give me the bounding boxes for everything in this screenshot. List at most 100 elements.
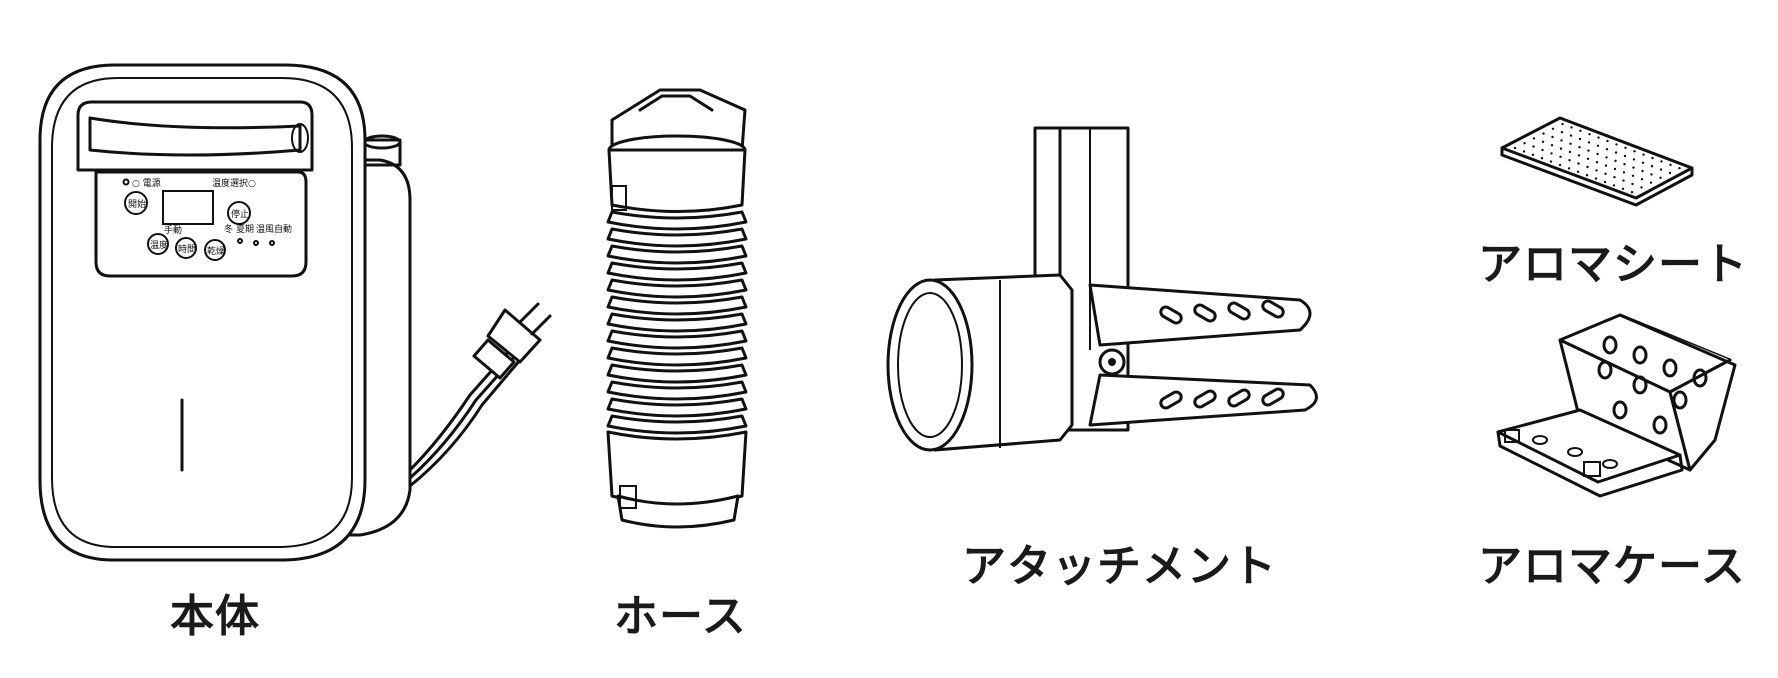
sheet-hole <box>1532 137 1536 140</box>
attachment-slot <box>1227 301 1251 321</box>
sheet-hole <box>1668 171 1672 175</box>
sheet-hole <box>1578 137 1582 141</box>
sheet-hole <box>1659 168 1663 171</box>
sheet-hole <box>1551 127 1555 130</box>
sheet-hole <box>1587 141 1591 144</box>
sheet-hole <box>1540 157 1544 160</box>
label-body: 本体 <box>170 591 260 642</box>
hose-ridge <box>606 278 748 299</box>
sheet-hole <box>1615 143 1618 146</box>
sheet-hole <box>1569 134 1573 137</box>
sheet-hole <box>1604 172 1607 175</box>
sheet-hole <box>1588 133 1591 136</box>
start-button-label: 開始 <box>128 198 146 210</box>
sheet-hole <box>1578 146 1581 149</box>
label-attachment: アタッチメント <box>962 541 1277 592</box>
attachment-slot <box>1261 299 1285 319</box>
label-hose: ホース <box>614 591 747 642</box>
sheet-hole <box>1604 164 1608 167</box>
hose-ridge <box>606 295 748 316</box>
hose-ridge <box>606 329 748 350</box>
sheet-hole <box>1551 135 1554 139</box>
sheet-hole <box>1642 153 1645 156</box>
hose-ridge <box>606 363 748 384</box>
label-aroma-sheet: アロマシート <box>1478 239 1748 290</box>
sheet-hole <box>1586 165 1589 169</box>
hose-ridge <box>606 227 748 248</box>
sheet-hole <box>1549 160 1553 163</box>
main-unit-illustration: ○ 電源 温度選択○ 開始 停止 温度 時間 乾燥 手動 冬 夏期 温風 自動 <box>38 63 552 562</box>
sheet-hole <box>1650 173 1653 176</box>
time-button-label: 時間 <box>178 244 196 255</box>
sheet-hole <box>1585 174 1589 177</box>
sheet-hole <box>1559 155 1562 158</box>
case-hole <box>1602 459 1618 469</box>
sheet-hole <box>1622 179 1625 182</box>
stop-button-label: 停止 <box>231 208 249 220</box>
sheet-hole <box>1603 180 1607 184</box>
dry-button-label: 乾燥 <box>207 245 225 257</box>
hose-ridge <box>606 244 748 265</box>
sheet-hole <box>1569 142 1572 145</box>
case-hole <box>1632 345 1648 365</box>
sheet-hole <box>1597 136 1600 139</box>
sheet-hole <box>1649 181 1653 184</box>
sheet-hole <box>1541 148 1544 152</box>
case-hole <box>1597 360 1613 380</box>
auto-label: 自動 <box>274 223 292 235</box>
hose-ridge <box>606 380 748 401</box>
sheet-hole <box>1586 157 1590 160</box>
sheet-hole <box>1632 158 1636 161</box>
sheet-hole <box>1596 152 1599 156</box>
sheet-hole <box>1624 146 1627 149</box>
sheet-hole <box>1623 163 1626 166</box>
case-hole <box>1662 358 1678 378</box>
aroma-case-illustration <box>1496 313 1737 498</box>
sheet-hole <box>1596 144 1600 147</box>
sheet-hole <box>1641 161 1645 164</box>
sheet-hole <box>1567 167 1571 170</box>
sheet-hole <box>1632 166 1635 169</box>
sheet-hole <box>1577 154 1581 157</box>
sheet-hole <box>1669 163 1672 166</box>
sheet-hole <box>1623 154 1627 158</box>
hose-ridge <box>606 312 748 333</box>
sheet-hole <box>1640 186 1643 189</box>
sheet-hole <box>1559 147 1563 150</box>
sheet-hole <box>1542 132 1545 135</box>
sheet-hole <box>1605 148 1609 151</box>
case-hole <box>1567 447 1583 457</box>
sheet-hole <box>1678 167 1681 170</box>
sheet-hole <box>1651 156 1654 160</box>
power-indicator-label: ○ 電源 <box>132 178 161 189</box>
case-hole <box>1672 390 1688 410</box>
attachment-slot <box>1159 390 1183 410</box>
case-hole <box>1532 435 1548 445</box>
sheet-hole <box>1558 163 1562 167</box>
sheet-hole <box>1595 161 1599 164</box>
sheet-hole <box>1650 165 1654 168</box>
sheet-hole <box>1576 170 1580 173</box>
hose-ridge <box>606 261 748 282</box>
sheet-hole <box>1660 160 1663 163</box>
manual-label: 手動 <box>164 224 182 236</box>
sheet-hole <box>1561 122 1564 126</box>
sheet-hole <box>1613 167 1617 171</box>
attachment-slot <box>1261 387 1285 407</box>
sheet-hole <box>1587 149 1590 152</box>
warm-air-label: 温風 <box>256 224 274 235</box>
attachment-slot <box>1227 388 1251 408</box>
sheet-hole <box>1612 184 1616 187</box>
sheet-hole <box>1532 145 1535 148</box>
case-hole <box>1602 335 1618 355</box>
sheet-hole <box>1550 144 1554 147</box>
sheet-hole <box>1594 177 1598 180</box>
sheet-hole <box>1579 129 1582 132</box>
attachment-slot <box>1193 389 1217 409</box>
sheet-hole <box>1570 126 1573 129</box>
sheet-hole <box>1614 151 1618 154</box>
attachment-illustration <box>886 126 1318 452</box>
hose-illustration <box>606 88 748 529</box>
sheet-hole <box>1622 171 1626 174</box>
